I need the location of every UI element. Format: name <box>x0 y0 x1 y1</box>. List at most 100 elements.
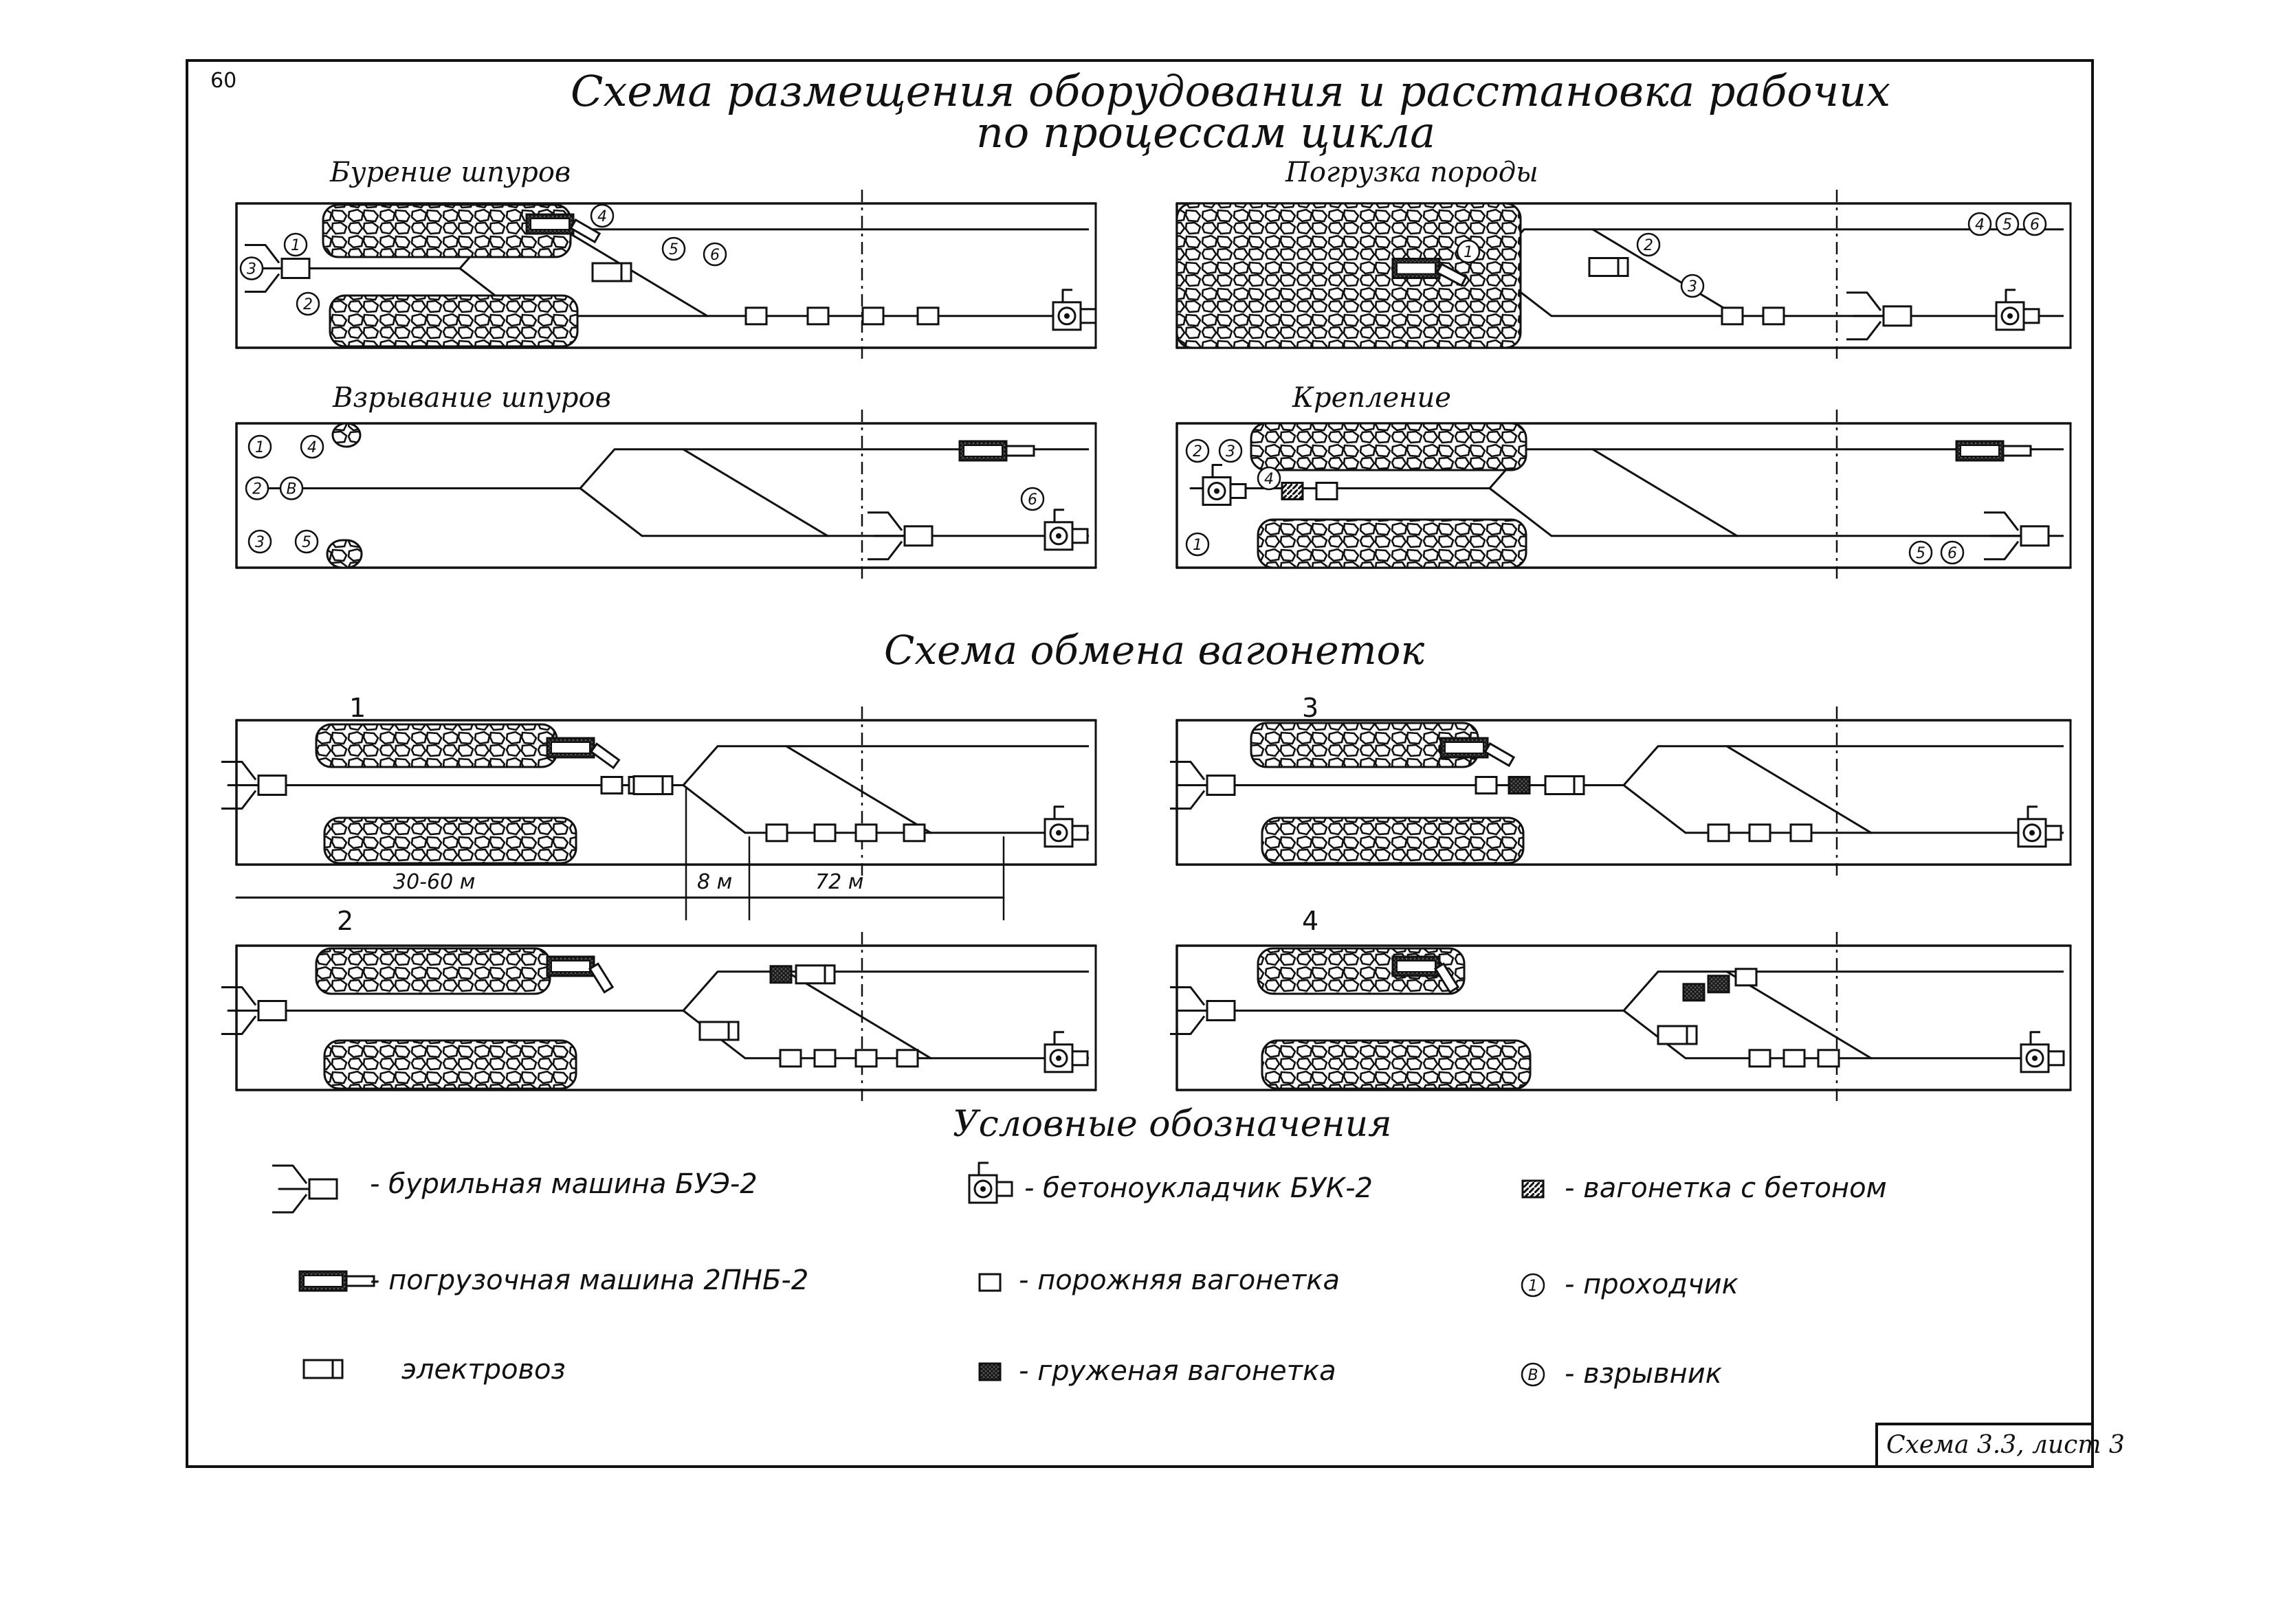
drill-body <box>1206 1000 1236 1021</box>
upper-track <box>1622 745 2064 786</box>
drill-body <box>308 1178 338 1200</box>
worker-marker: 4 <box>1967 212 1992 236</box>
worker-marker-circle <box>279 476 304 500</box>
empty-car <box>765 823 788 843</box>
locomotive-body <box>632 775 674 795</box>
concrete-car <box>1521 1179 1545 1199</box>
locomotive <box>1588 257 1629 277</box>
empty-car <box>1721 307 1744 326</box>
crossover-track <box>682 448 829 537</box>
exchange-panel-3 <box>1170 707 2072 878</box>
worker-marker-number: 6 <box>1028 491 1037 509</box>
worker-marker-circle <box>296 291 320 316</box>
upper-track <box>682 745 1089 786</box>
worker-marker: 3 <box>1218 438 1243 463</box>
crossover-track <box>562 228 709 318</box>
drill-boom-lower <box>1170 1015 1206 1035</box>
empty-car <box>813 823 837 843</box>
worker-marker-number: 3 <box>1688 278 1697 296</box>
concrete-layer-hub <box>1056 830 1061 836</box>
empty-car <box>896 1049 919 1068</box>
worker-marker: B <box>279 476 304 500</box>
drill-machine <box>221 986 287 1035</box>
exchange-panel-4 <box>1170 932 2072 1104</box>
worker-marker-number: 6 <box>710 247 720 264</box>
worker-marker-circle <box>1908 540 1933 565</box>
legend-text-blaster: - взрывник <box>1565 1358 1722 1390</box>
worker-marker-circle <box>283 232 308 257</box>
worker-marker-number: 2 <box>1193 443 1202 460</box>
rock-pile-lower <box>1257 518 1527 569</box>
locomotive <box>632 775 674 795</box>
legend-text-concrete-car: - вагонетка с бетоном <box>1565 1172 1887 1204</box>
concrete-layer-pump <box>1229 483 1247 499</box>
legend-symbol-blaster: B <box>1521 1362 1545 1387</box>
worker-marker: 1 <box>283 232 308 257</box>
worker-marker-number: 4 <box>307 439 317 456</box>
worker-marker-circle <box>1636 232 1661 257</box>
rock-pile-lower <box>1261 1039 1532 1090</box>
concrete-layer-pump <box>1071 825 1089 841</box>
empty-car <box>600 776 623 794</box>
drill-body <box>2020 525 2050 547</box>
locomotive-body <box>591 262 632 282</box>
empty-car <box>1748 1049 1771 1068</box>
legend-text-tunneler: - проходчик <box>1565 1269 1738 1300</box>
worker-marker-circle <box>1257 466 1281 491</box>
concrete-layer <box>968 1161 1013 1204</box>
page-title-line-1: Схема размещения оборудования и расстано… <box>571 66 1891 116</box>
legend-symbol-locomotive <box>302 1359 344 1379</box>
loader-inner <box>1396 960 1436 972</box>
worker-marker-circle <box>1967 212 1992 236</box>
locomotive-body <box>795 964 836 985</box>
rock-remnant-upper <box>331 422 362 448</box>
locomotive <box>698 1021 740 1041</box>
drill-boom-upper <box>245 244 280 264</box>
empty-car <box>916 307 940 326</box>
drill-body <box>1882 305 1912 327</box>
loaded-car <box>1707 975 1730 994</box>
legend-symbol-loaded-car <box>978 1362 1002 1381</box>
concrete-layer-hub <box>1064 313 1070 319</box>
panel-title-drilling: Бурение шпуров <box>330 157 571 188</box>
rock-pile-lower <box>323 1039 577 1090</box>
worker-marker-number: 4 <box>1975 216 1985 234</box>
legend-text-drill-machine: - бурильная машина БУЭ-2 <box>370 1168 758 1200</box>
loaded-car <box>1508 776 1531 794</box>
worker-marker-circle <box>300 434 324 459</box>
concrete-layer-pump <box>2022 308 2040 324</box>
empty-car <box>854 1049 878 1068</box>
crossover-track <box>785 970 932 1060</box>
concrete-layer <box>1044 1031 1089 1074</box>
worker-marker-number: 5 <box>2002 216 2012 234</box>
empty-car <box>806 307 830 326</box>
lower-track <box>1623 784 2064 834</box>
worker-marker-number: 3 <box>1226 443 1235 460</box>
worker-marker: 1 <box>1521 1273 1545 1298</box>
worker-marker-circle <box>661 236 686 261</box>
exchange-panel-number-2: 2 <box>337 906 354 936</box>
drill-boom-lower <box>1984 540 2020 561</box>
lower-track <box>683 784 1089 834</box>
drill-body <box>257 1000 287 1021</box>
empty-car <box>861 307 885 326</box>
dimension-label-face-zone: 30-60 м <box>393 870 476 894</box>
concrete-layer <box>2017 805 2062 848</box>
worker-marker-number: 3 <box>247 261 256 278</box>
locomotive-body <box>698 1021 740 1041</box>
worker-marker-number: 1 <box>255 439 265 456</box>
loader-inner <box>1444 742 1484 754</box>
concrete-layer-hose <box>978 1161 989 1175</box>
rock-remnant-lower <box>326 539 363 569</box>
exchange-panel-number-4: 4 <box>1302 906 1319 936</box>
dimension-label-siding: 72 м <box>815 870 864 894</box>
empty-car <box>1817 1049 1840 1068</box>
concrete-layer <box>1052 289 1097 331</box>
loading-machine <box>546 737 621 770</box>
worker-marker-number: 5 <box>669 241 678 258</box>
empty-car <box>1748 823 1771 843</box>
locomotive <box>795 964 836 985</box>
loader-conveyor <box>2002 445 2032 457</box>
